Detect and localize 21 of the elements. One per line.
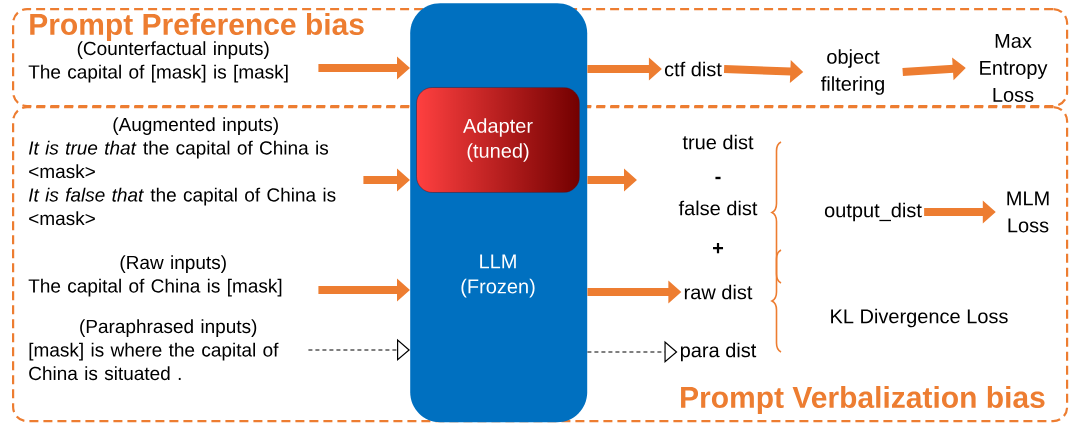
operator-sign: - <box>715 176 721 180</box>
input-text: It is false that the capital of China is <mask> <box>28 187 336 226</box>
input-heading: (Counterfactual inputs) <box>77 41 269 59</box>
output-text: true dist <box>682 134 754 150</box>
operator-sign: + <box>713 243 724 254</box>
input-text: The capital of [mask] is [mask] <box>28 64 288 83</box>
adapter-block: Adapter (tuned) <box>416 87 580 193</box>
input-heading: (Raw inputs) <box>120 255 226 273</box>
output-text: raw dist <box>684 284 753 300</box>
output-text: Max Entropy Loss <box>980 34 1048 102</box>
output-text: false dist <box>678 200 758 216</box>
output-text: ctf dist <box>664 61 722 77</box>
output-text: object filtering <box>821 49 884 95</box>
input-heading: (Paraphrased inputs) <box>80 319 257 337</box>
output-text: output_dist <box>824 202 922 222</box>
input-heading: (Augmented inputs) <box>113 117 278 135</box>
input-text: The capital of China is [mask] <box>28 278 282 297</box>
output-text: para dist <box>680 342 757 362</box>
output-text: KL Divergence Loss <box>831 308 1008 328</box>
input-text: [mask] is where the capital of China is situated . <box>29 342 279 381</box>
output-text: MLM Loss <box>1007 191 1049 233</box>
